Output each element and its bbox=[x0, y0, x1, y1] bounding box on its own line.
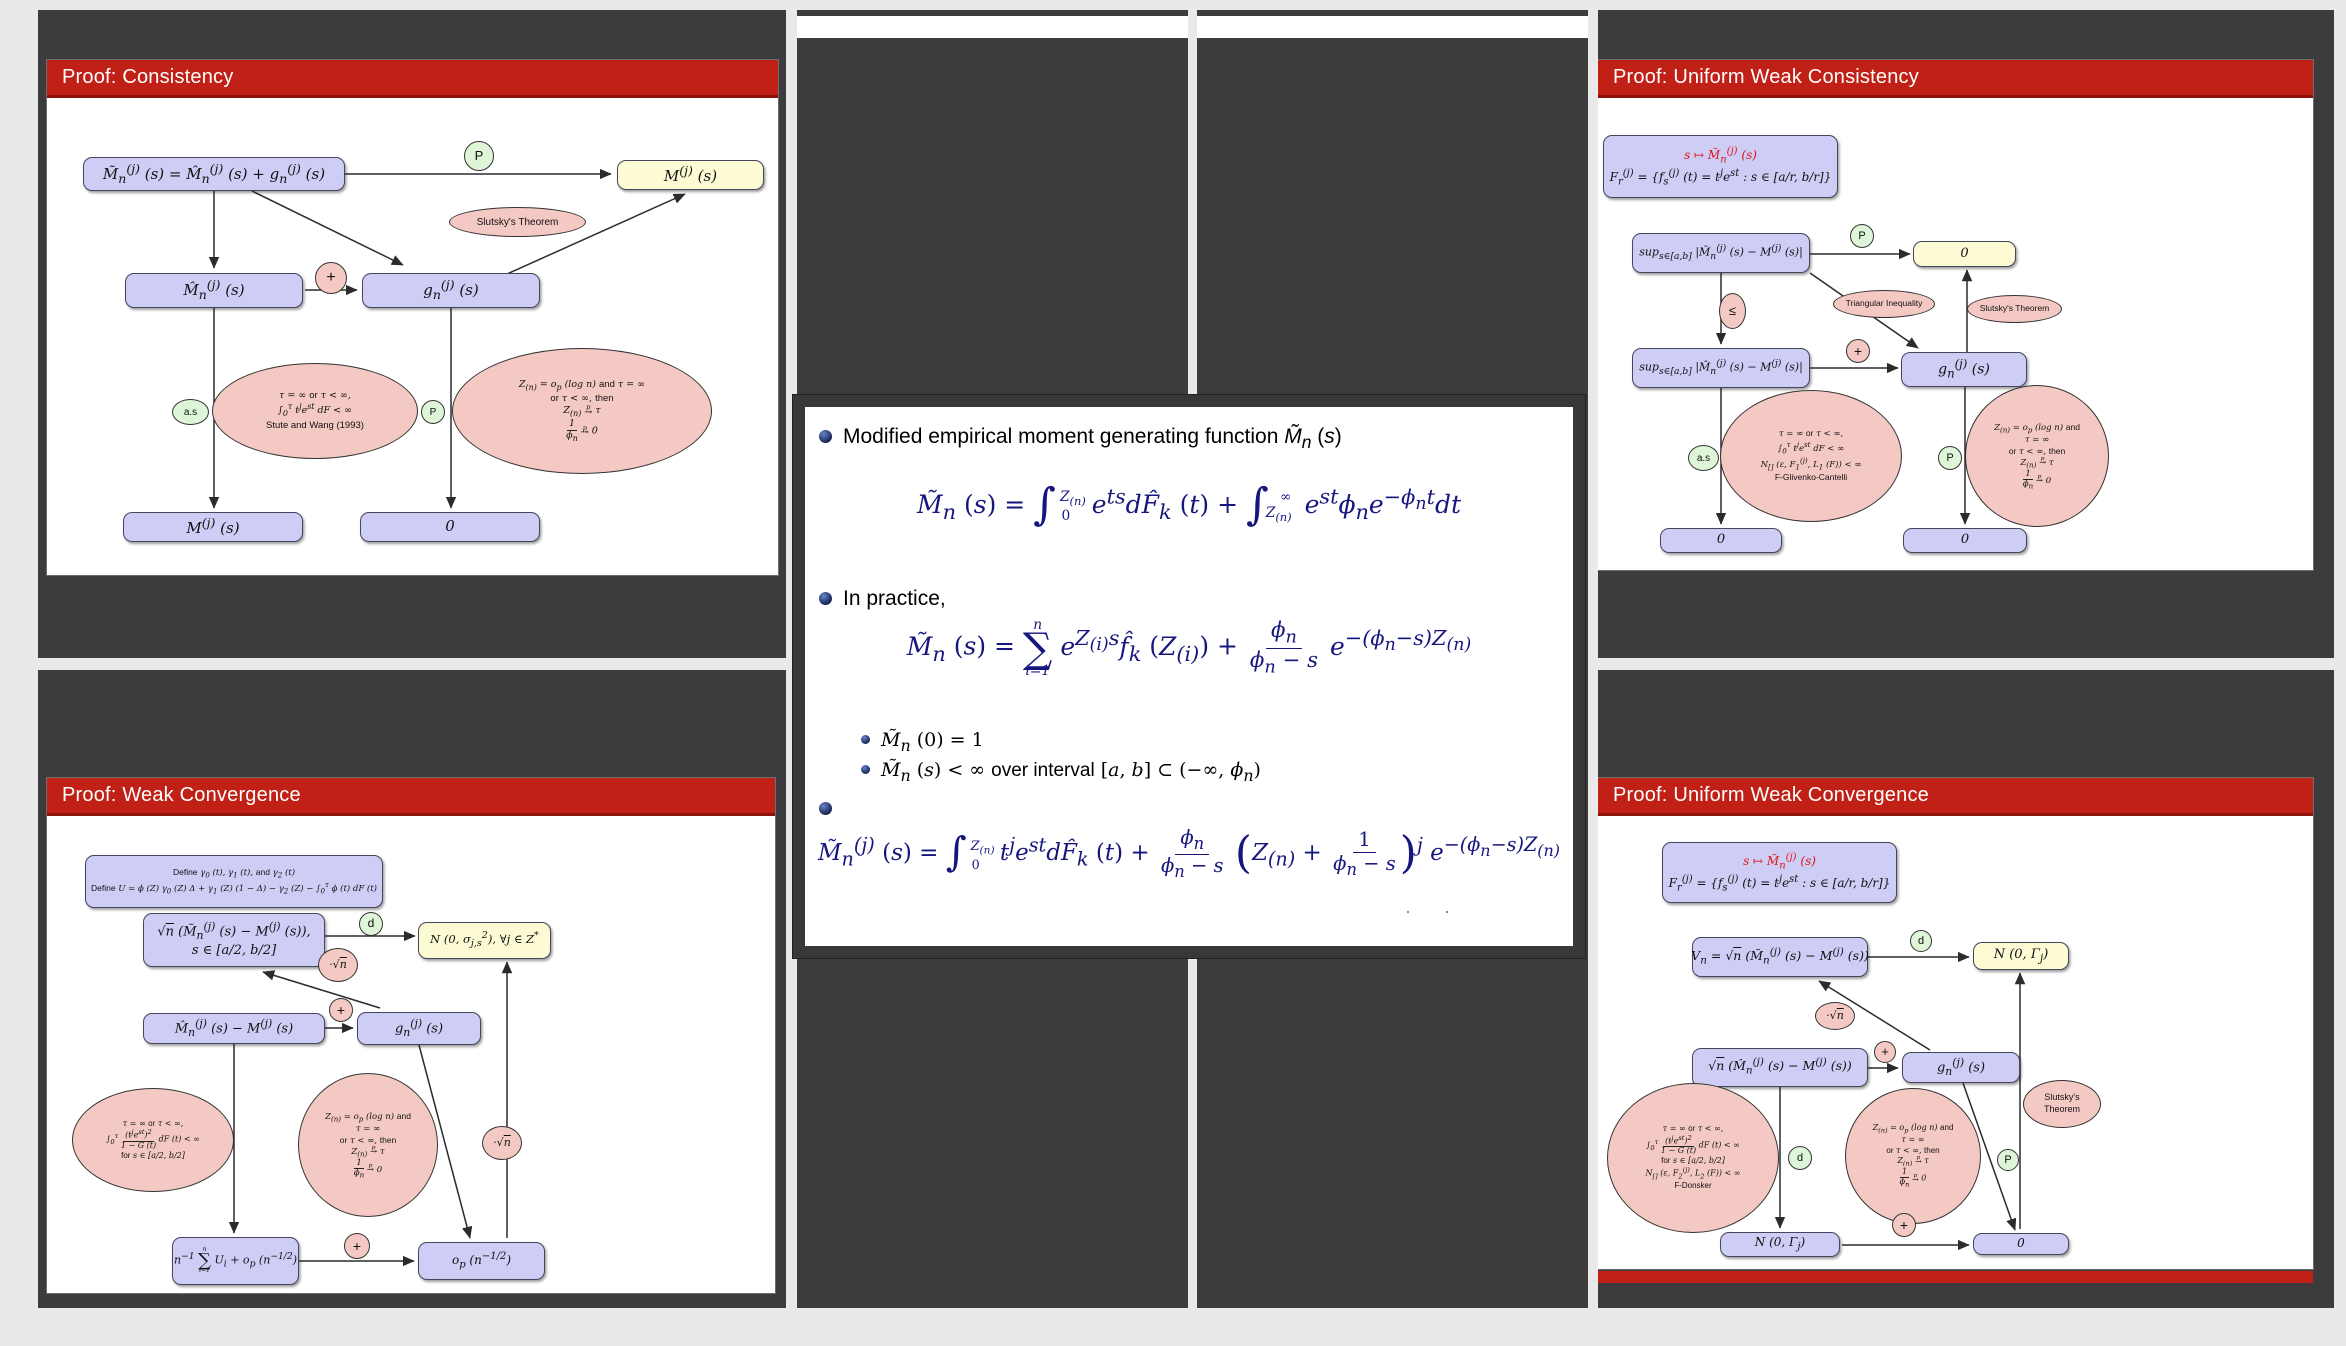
flowchart-consistency: M̃n(j) (s) = M̂n(j) (s) + gn(j) (s) P M(j)… bbox=[47, 60, 778, 575]
vn-box: Vn = √n (M̃n(j) (s) − M(j) (s)) bbox=[1691, 937, 1869, 977]
slide-proof-uniform-weak-convergence[interactable]: s ↦ M̃n(j) (s)Fr(j) = {fs(j) (t) = tjest… bbox=[1598, 778, 2313, 1269]
bullet-text-in-practice: In practice, bbox=[843, 587, 946, 610]
bullet-icon-empty bbox=[819, 802, 832, 815]
sup-hat-box: sups∈[a,b] |M̂n(j) (s) − M(j) (s)| bbox=[1632, 348, 1810, 388]
plus-circle-lower: + bbox=[1892, 1213, 1916, 1237]
center-slide-content: Modified empirical moment generating fun… bbox=[805, 407, 1573, 946]
function-class-box: s ↦ M̃n(j) (s)Fr(j) = {fs(j) (t) = tjest… bbox=[1603, 135, 1838, 198]
plus-circle: + bbox=[1846, 339, 1870, 363]
p-convergence-circle-mid: P bbox=[1938, 446, 1962, 470]
zero-limit-yellow-box: 0 bbox=[1913, 241, 2016, 267]
plus-circle-upper: + bbox=[329, 998, 353, 1022]
as-convergence-circle: a.s bbox=[172, 399, 209, 425]
normal-limit-box-top: N (0, Γj) bbox=[1973, 942, 2069, 970]
flowchart-uniform-weak-convergence: s ↦ M̃n(j) (s)Fr(j) = {fs(j) (t) = tjest… bbox=[1598, 778, 2313, 1269]
grid-gap-horizontal-right bbox=[1598, 658, 2334, 670]
op-box: op (n−1/2) bbox=[418, 1242, 545, 1280]
slide-proof-uniform-weak-consistency[interactable]: s ↦ M̃n(j) (s)Fr(j) = {fs(j) (t) = tjest… bbox=[1598, 60, 2313, 570]
bullet-text-mmgf: Modified empirical moment generating fun… bbox=[843, 425, 1342, 453]
u-sum-box: n−1 n∑i=1 Ui + op (n−1/2) bbox=[172, 1237, 299, 1285]
slide-title-bar: Proof: Uniform Weak Convergence bbox=[1598, 778, 2313, 816]
slide-title: Proof: Consistency bbox=[62, 66, 234, 88]
g-remainder-box: gn(j) (s) bbox=[357, 1012, 481, 1045]
m-limit-box: M(j) (s) bbox=[617, 160, 764, 190]
sqrtn-tilde-diff-box: √n (M̃n(j) (s) − M(j) (s)),s ∈ [a/2, b/2… bbox=[143, 913, 325, 967]
slide-title-bar: Proof: Consistency bbox=[47, 60, 778, 98]
cutoff-slide-sliver-1 bbox=[797, 16, 1188, 38]
slide-proof-weak-convergence[interactable]: Define γ0 (t), γ1 (t), and γ2 (t)Define … bbox=[47, 778, 775, 1293]
zero-p-box: 0 bbox=[1903, 528, 2027, 553]
d-convergence-circle-top: d bbox=[1910, 930, 1932, 952]
sup-tilde-box: sups∈[a,b] |M̃n(j) (s) − M(j) (s)| bbox=[1632, 233, 1810, 273]
bullet-icon bbox=[819, 592, 832, 605]
next-slide-header-sliver bbox=[1598, 1271, 2313, 1283]
as-convergence-circle: a.s bbox=[1688, 445, 1719, 471]
triangular-inequality-ellipse: Triangular Inequality bbox=[1833, 290, 1935, 318]
equation-mmgf-integral: M̃n (s) = ∫Z(n)0 etsdF̂k (t) + ∫∞Z(n) es… bbox=[916, 479, 1461, 530]
plus-circle-lower: + bbox=[344, 1233, 370, 1259]
p-convergence-circle: P bbox=[1997, 1149, 2019, 1171]
sqrtn-scale-circle-lower: ·√n bbox=[482, 1126, 522, 1160]
d-convergence-circle: d bbox=[359, 912, 383, 936]
grid-gap-horizontal-left bbox=[38, 658, 786, 670]
flowchart-weak-convergence: Define γ0 (t), γ1 (t), and γ2 (t)Define … bbox=[47, 778, 775, 1293]
sqrtn-scale-circle: ·√n bbox=[1815, 1002, 1855, 1030]
zn-condition-ellipse: Z(n) = op (log n) and τ = ∞or τ < ∞, the… bbox=[452, 348, 712, 474]
normal-limit-box-bottom: N (0, Γj) bbox=[1720, 1232, 1840, 1257]
decomposition-box: M̃n(j) (s) = M̂n(j) (s) + gn(j) (s) bbox=[83, 157, 345, 191]
ellipsis-dots: · · bbox=[1405, 901, 1464, 921]
slutsky-ellipse: Slutsky's Theorem bbox=[1967, 295, 2062, 323]
sub-bullet-icon bbox=[861, 765, 870, 774]
mhat-diff-box: M̂n(j) (s) − M(j) (s) bbox=[143, 1013, 325, 1044]
normal-limit-box: N (0, σj,s2), ∀j ∈ Z* bbox=[418, 922, 551, 959]
slutsky-ellipse: Slutsky's Theorem bbox=[449, 207, 586, 237]
mhat-box: M̂n(j) (s) bbox=[125, 273, 303, 308]
sub-bullet-m0: M̃n (0) = 1 bbox=[881, 729, 984, 755]
m-as-limit-box: M(j) (s) bbox=[123, 512, 303, 542]
d-convergence-circle-mid: d bbox=[1788, 1146, 1812, 1170]
zero-as-box: 0 bbox=[1660, 528, 1782, 553]
define-gamma-box: Define γ0 (t), γ1 (t), and γ2 (t)Define … bbox=[85, 855, 383, 908]
g-remainder-box: gn(j) (s) bbox=[1901, 352, 2027, 387]
cutoff-slide-sliver-2 bbox=[1197, 16, 1588, 38]
sqrtn-hat-diff-box: √n (M̂n(j) (s) − M(j) (s)) bbox=[1692, 1048, 1868, 1087]
slide-proof-consistency[interactable]: M̃n(j) (s) = M̂n(j) (s) + gn(j) (s) P M(j)… bbox=[47, 60, 778, 575]
flowchart-uniform-weak-consistency: s ↦ M̃n(j) (s)Fr(j) = {fs(j) (t) = tjest… bbox=[1598, 60, 2313, 570]
p-convergence-circle-top: P bbox=[1850, 224, 1874, 248]
function-class-box: s ↦ M̃n(j) (s)Fr(j) = {fs(j) (t) = tjest… bbox=[1662, 842, 1897, 903]
grid-gap-vertical-3 bbox=[1588, 10, 1598, 1308]
bullet-icon bbox=[819, 430, 832, 443]
sub-bullet-finite: M̃n (s) < ∞ over interval [a, b] ⊂ (−∞, … bbox=[881, 759, 1261, 785]
sqrtn-scale-circle-upper: ·√n bbox=[318, 948, 358, 982]
grid-gap-vertical-1 bbox=[786, 10, 797, 1308]
plus-circle: + bbox=[315, 262, 347, 294]
slide-title: Proof: Uniform Weak Consistency bbox=[1613, 66, 1919, 88]
p-convergence-circle-mid: P bbox=[421, 400, 445, 424]
g-remainder-box: gn(j) (s) bbox=[1902, 1052, 2020, 1083]
sub-bullet-icon bbox=[861, 735, 870, 744]
slide-current-focused[interactable]: Modified empirical moment generating fun… bbox=[793, 395, 1585, 958]
slide-title: Proof: Weak Convergence bbox=[62, 784, 301, 806]
stute-wang-condition-ellipse: τ = ∞ or τ < ∞,∫0τ tjest dF < ∞Stute and… bbox=[212, 363, 418, 459]
slide-title-bar: Proof: Weak Convergence bbox=[47, 778, 775, 816]
zero-limit-box: 0 bbox=[1973, 1233, 2069, 1255]
leq-circle: ≤ bbox=[1719, 293, 1746, 329]
glivenko-cantelli-condition-ellipse: τ = ∞ or τ < ∞,∫0τ tjest dF < ∞N[] (ε, F… bbox=[1720, 390, 1902, 522]
slide-title: Proof: Uniform Weak Convergence bbox=[1613, 784, 1929, 806]
zero-limit-box: 0 bbox=[360, 512, 540, 542]
p-convergence-circle-top: P bbox=[464, 141, 494, 171]
slide-title-bar: Proof: Uniform Weak Consistency bbox=[1598, 60, 2313, 98]
g-remainder-box: gn(j) (s) bbox=[362, 273, 540, 308]
plus-circle-upper: + bbox=[1874, 1041, 1896, 1063]
